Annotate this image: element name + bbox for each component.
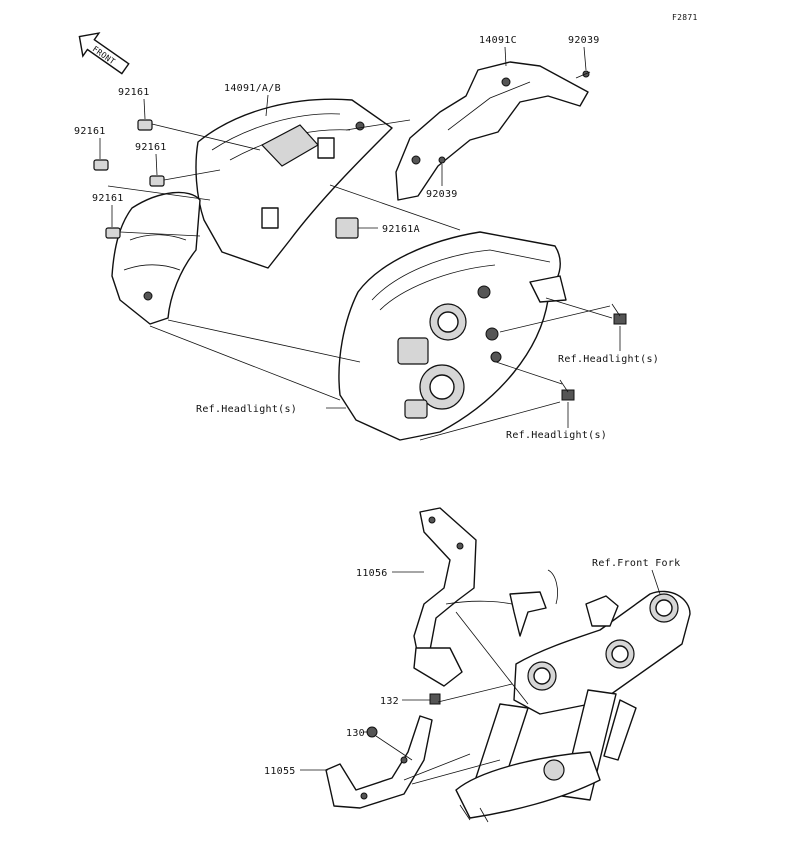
bolt-headlight-lower xyxy=(559,379,575,401)
label-11055: 11055 xyxy=(264,766,296,777)
figure-code: F2871 xyxy=(672,13,698,22)
front-arrow-icon: FRONT xyxy=(78,32,130,75)
bracket-14091c xyxy=(395,61,589,201)
label-92039-top: 92039 xyxy=(568,35,600,46)
assembly-lines-upper xyxy=(107,119,613,441)
clip-92161-a xyxy=(137,119,153,131)
headlight-housing xyxy=(338,231,567,441)
label-92161-d: 92161 xyxy=(92,193,124,204)
nut-130 xyxy=(366,726,378,738)
label-92161-b: 92161 xyxy=(74,126,106,137)
front-fork-assembly xyxy=(455,590,691,823)
label-ref-headlight-right-upper: Ref.Headlight(s) xyxy=(558,354,659,365)
inner-cover-left xyxy=(111,191,201,325)
clip-92161-c xyxy=(149,175,165,187)
label-14091c: 14091C xyxy=(479,35,517,46)
bolt-92039-mid xyxy=(438,156,446,164)
bracket-11055 xyxy=(325,715,433,809)
callouts: 14091C 92039 14091/A/B 92161 92161 92161… xyxy=(74,35,681,777)
bracket-11056 xyxy=(413,507,558,687)
assembly-lines-lower xyxy=(375,611,529,785)
label-11056: 11056 xyxy=(356,568,388,579)
fairing-cowl xyxy=(195,98,393,269)
label-ref-headlight-left: Ref.Headlight(s) xyxy=(196,404,297,415)
label-ref-headlight-right-lower: Ref.Headlight(s) xyxy=(506,430,607,441)
bolt-132 xyxy=(429,693,441,705)
label-132: 132 xyxy=(380,696,399,707)
label-92161-a: 92161 xyxy=(118,87,150,98)
label-ref-front-fork: Ref.Front Fork xyxy=(592,558,681,569)
label-92161-c: 92161 xyxy=(135,142,167,153)
bolt-92039-top xyxy=(575,70,591,79)
label-92161a: 92161A xyxy=(382,224,420,235)
label-130: 130 xyxy=(346,728,365,739)
damper-92161a xyxy=(335,217,359,239)
label-92039-mid: 92039 xyxy=(426,189,458,200)
clip-92161-b xyxy=(93,159,109,171)
label-14091-a-b: 14091/A/B xyxy=(224,83,281,94)
bolt-headlight-upper xyxy=(611,303,627,325)
clip-92161-d xyxy=(105,227,121,239)
